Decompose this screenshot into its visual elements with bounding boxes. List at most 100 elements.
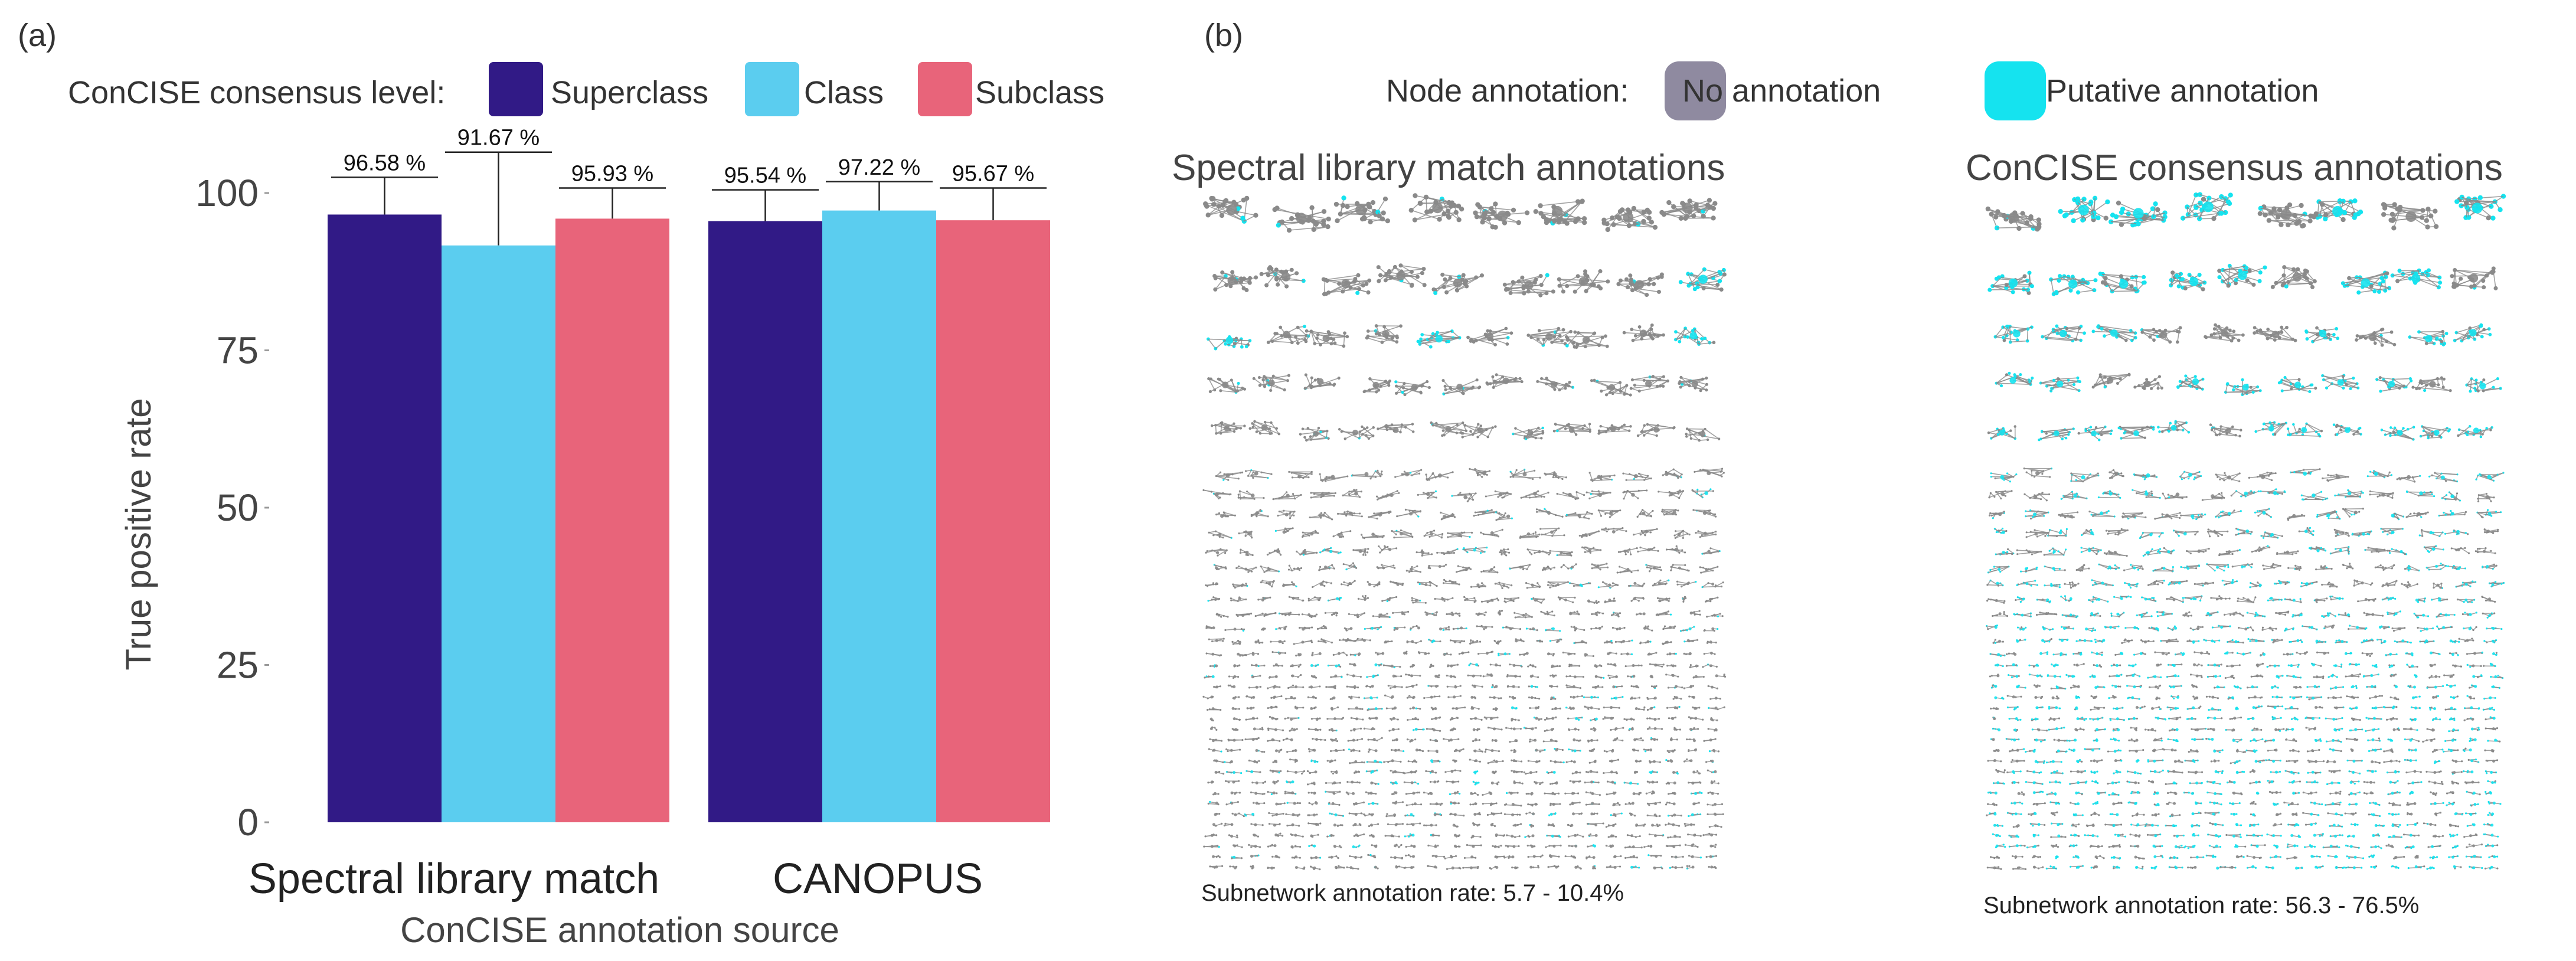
network-node: [1674, 330, 1678, 334]
network-cluster: [1636, 423, 1676, 437]
network-hub: [1317, 378, 1324, 385]
network-cluster: [1309, 511, 1333, 521]
network-cluster: [1277, 509, 1296, 519]
network-edge: [1552, 342, 1565, 345]
network-node: [1442, 629, 1444, 631]
network-node: [1364, 554, 1367, 556]
network-node: [1445, 627, 1447, 630]
network-node: [1295, 585, 1297, 588]
network-node: [1489, 206, 1494, 211]
network-node: [1536, 511, 1538, 513]
network-node: [1525, 613, 1527, 615]
network-node: [1707, 568, 1709, 570]
network-node: [1310, 376, 1313, 380]
network-node: [1370, 200, 1376, 205]
network-node: [1676, 580, 1679, 583]
network-node: [1245, 583, 1247, 585]
network-node: [1485, 381, 1489, 385]
network-cluster: [1376, 263, 1427, 288]
network-node: [1417, 515, 1420, 518]
network-cluster: [1303, 373, 1341, 390]
network-node: [1342, 535, 1345, 538]
network-cluster: [1232, 583, 1248, 589]
network-hub: [1546, 612, 1549, 616]
network-node: [1593, 378, 1596, 382]
network-node: [1633, 383, 1636, 387]
network-node: [1239, 655, 1241, 657]
network-hub: [1453, 278, 1463, 288]
network-hub: [1538, 550, 1541, 554]
network-cluster: [1678, 375, 1708, 393]
network-node: [1395, 547, 1398, 550]
network-hub: [1527, 430, 1534, 436]
network-cluster: [1447, 531, 1473, 538]
network-hub: [1524, 280, 1534, 290]
network-cluster: [1656, 597, 1671, 603]
network-edge: [1331, 343, 1344, 347]
network-cluster: [1526, 326, 1573, 347]
network-edge: [1649, 274, 1662, 280]
network-node: [1673, 652, 1676, 655]
network-hub: [1460, 626, 1463, 630]
network-node: [1233, 430, 1236, 433]
network-node: [1257, 599, 1260, 601]
network-hub: [1482, 511, 1486, 515]
network-node: [1498, 654, 1500, 656]
network-hub: [1356, 613, 1359, 617]
network-node: [1486, 509, 1489, 512]
network-node: [1544, 217, 1549, 223]
network-cluster: [1319, 547, 1342, 554]
y-tick-label: 100: [195, 172, 259, 214]
network-node: [1642, 597, 1645, 600]
network-node: [1562, 651, 1564, 654]
network-cluster: [1665, 545, 1686, 554]
network-cluster: [1338, 425, 1375, 440]
network-node: [1636, 613, 1638, 616]
network-node: [1254, 275, 1258, 280]
network-node: [1402, 473, 1404, 476]
network-node: [1572, 601, 1574, 603]
network-node: [1341, 195, 1346, 201]
network-edge: [1551, 331, 1571, 343]
network-hub: [1359, 550, 1362, 553]
network-node: [1623, 423, 1626, 427]
network-cluster: [1597, 581, 1619, 589]
network-node: [1366, 290, 1371, 295]
network-hub: [1597, 475, 1601, 479]
network-node: [1722, 581, 1724, 584]
network-edge: [1678, 584, 1685, 586]
network-node: [1237, 614, 1239, 617]
network-hub: [1587, 599, 1590, 603]
network-node: [1673, 426, 1676, 429]
network-cluster: [1431, 272, 1485, 295]
network-edge: [1677, 581, 1688, 584]
network-edge: [1302, 428, 1328, 432]
network-cluster: [1557, 596, 1576, 603]
network-node: [1373, 512, 1375, 515]
network-node: [1418, 472, 1421, 475]
network-node: [1421, 267, 1426, 272]
network-node: [1433, 290, 1438, 295]
network-node: [1636, 434, 1640, 437]
network-node: [1447, 476, 1449, 479]
network-hub: [1669, 492, 1673, 496]
network-node: [1425, 473, 1427, 476]
network-cluster: [1288, 596, 1305, 602]
network-node: [1703, 553, 1705, 555]
network-node: [1721, 615, 1724, 617]
network-cluster: [1299, 426, 1330, 442]
network-node: [1237, 478, 1240, 480]
network-cluster: [1273, 663, 1283, 667]
network-hub: [1421, 550, 1424, 554]
network-hub: [1571, 566, 1574, 569]
network-node: [1382, 196, 1388, 202]
network-node: [1565, 344, 1569, 348]
network-hub: [1214, 566, 1218, 570]
network-node: [1477, 423, 1480, 426]
network-node: [1365, 336, 1369, 340]
network-node: [1224, 629, 1227, 631]
network-node: [1556, 429, 1559, 433]
network-node: [1573, 625, 1575, 628]
network-cluster: [1692, 509, 1717, 518]
network-node: [1237, 381, 1240, 385]
